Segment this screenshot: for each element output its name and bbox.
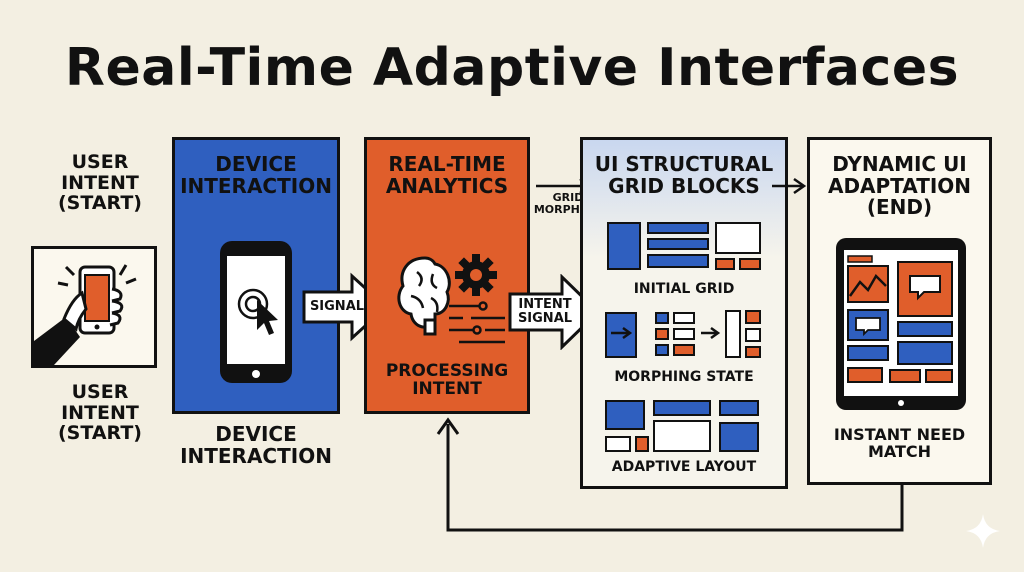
grid-block	[719, 422, 759, 452]
dynamic-ui-panel: DYNAMIC UI ADAPTATION (END) INSTANT NEED…	[807, 137, 992, 485]
device-interaction-panel: DEVICE INTERACTION	[172, 137, 340, 414]
device-caption-line-1: DEVICE	[215, 422, 297, 446]
grid-block	[745, 310, 761, 324]
intent-signal-label: INTENT SIGNAL	[512, 298, 578, 325]
analytics-panel-title: REAL-TIME ANALYTICS	[367, 152, 527, 198]
grid-block	[715, 222, 761, 254]
grid-block	[673, 312, 695, 324]
stage-label-initial-grid: INITIAL GRID	[633, 281, 735, 297]
gear-icon	[455, 254, 497, 296]
tablet-icon	[836, 238, 966, 410]
dynamic-panel-title: DYNAMIC UI ADAPTATION (END)	[810, 152, 989, 220]
hand-phone-icon	[34, 264, 137, 365]
grid-block	[647, 238, 709, 250]
grid-block	[647, 254, 709, 268]
brain-icon	[397, 256, 451, 336]
dynamic-title-line-3: (END)	[866, 195, 933, 220]
grid-block	[605, 436, 631, 452]
adaptation-arrow	[772, 177, 807, 195]
grid-block	[655, 328, 669, 340]
grid-panel-title: UI STRUCTURAL GRID BLOCKS	[583, 152, 785, 198]
grid-block	[635, 436, 649, 452]
dynamic-caption-line-1: INSTANT NEED	[833, 425, 966, 444]
analytics-panel: REAL-TIME ANALYTICS	[364, 137, 530, 414]
dynamic-panel-caption: INSTANT NEED MATCH	[810, 426, 989, 461]
user-intent-label-bottom: USER INTENT (START)	[40, 382, 160, 444]
dynamic-caption-line-2: MATCH	[867, 442, 932, 462]
analytics-title-line-2: ANALYTICS	[385, 173, 509, 198]
stage-label-adaptive-layout: ADAPTIVE LAYOUT	[611, 459, 757, 475]
grid-block	[719, 400, 759, 416]
grid-block	[653, 400, 711, 416]
analytics-panel-caption: PROCESSING INTENT	[367, 362, 527, 399]
grid-block	[673, 344, 695, 356]
user-intent-bottom-line-1: USER	[71, 381, 129, 403]
grid-block	[673, 328, 695, 340]
intent-signal-line-2: SIGNAL	[517, 310, 573, 326]
grid-block	[647, 222, 709, 234]
signal-arrow-label: SIGNAL	[309, 299, 365, 314]
user-intent-bottom-line-2: INTENT	[61, 401, 139, 424]
user-intent-bottom-line-3: (START)	[58, 422, 142, 445]
grid-title-line-1: UI STRUCTURAL	[594, 152, 774, 176]
feedback-loop-arrow	[436, 417, 904, 532]
device-caption-line-2: INTERACTION	[180, 443, 332, 468]
intent-signal-line-1: INTENT	[518, 297, 572, 312]
phone-tap-icon	[220, 241, 292, 383]
user-intent-top-line-2: INTENT	[61, 171, 139, 194]
grid-morphing-label: GRID MORPHING	[532, 192, 604, 215]
morph-arrow-icon	[701, 326, 721, 340]
device-panel-title: DEVICE INTERACTION	[175, 152, 337, 198]
analytics-caption-line-1: PROCESSING	[385, 361, 509, 381]
dynamic-title-line-1: DYNAMIC UI	[832, 152, 967, 176]
user-intent-top-line-3: (START)	[58, 192, 142, 215]
user-intent-top-line-1: USER	[71, 151, 129, 173]
grid-block	[745, 346, 761, 358]
grid-block	[725, 310, 741, 358]
dynamic-title-line-2: ADAPTATION	[827, 173, 972, 198]
device-panel-title-line-1: DEVICE	[215, 152, 297, 176]
morph-arrow-icon	[611, 326, 633, 340]
grid-blocks-panel: UI STRUCTURAL GRID BLOCKS INITIAL GRID	[580, 137, 788, 489]
user-intent-label-top: USER INTENT (START)	[40, 152, 160, 214]
device-panel-caption: DEVICE INTERACTION	[172, 422, 340, 468]
grid-block	[607, 222, 641, 270]
user-intent-icon-box	[31, 246, 157, 368]
analytics-caption-line-2: INTENT	[412, 379, 482, 400]
grid-block	[739, 258, 761, 270]
grid-title-line-2: GRID BLOCKS	[608, 173, 760, 198]
grid-block	[653, 420, 711, 452]
page-title: Real-Time Adaptive Interfaces	[64, 38, 960, 98]
grid-block	[745, 328, 761, 342]
grid-block	[605, 312, 637, 358]
grid-block	[655, 312, 669, 324]
analytics-title-line-1: REAL-TIME	[388, 152, 506, 176]
sparkle-icon	[966, 514, 1000, 548]
circuit-lines	[449, 301, 505, 344]
stage-label-morphing-state: MORPHING STATE	[614, 369, 754, 385]
grid-block	[655, 344, 669, 356]
grid-morphing-line-2: MORPHING	[533, 202, 603, 216]
grid-block	[605, 400, 645, 430]
grid-block	[715, 258, 735, 270]
grid-morphing-line-1: GRID	[552, 191, 584, 204]
device-panel-title-line-2: INTERACTION	[180, 173, 332, 198]
